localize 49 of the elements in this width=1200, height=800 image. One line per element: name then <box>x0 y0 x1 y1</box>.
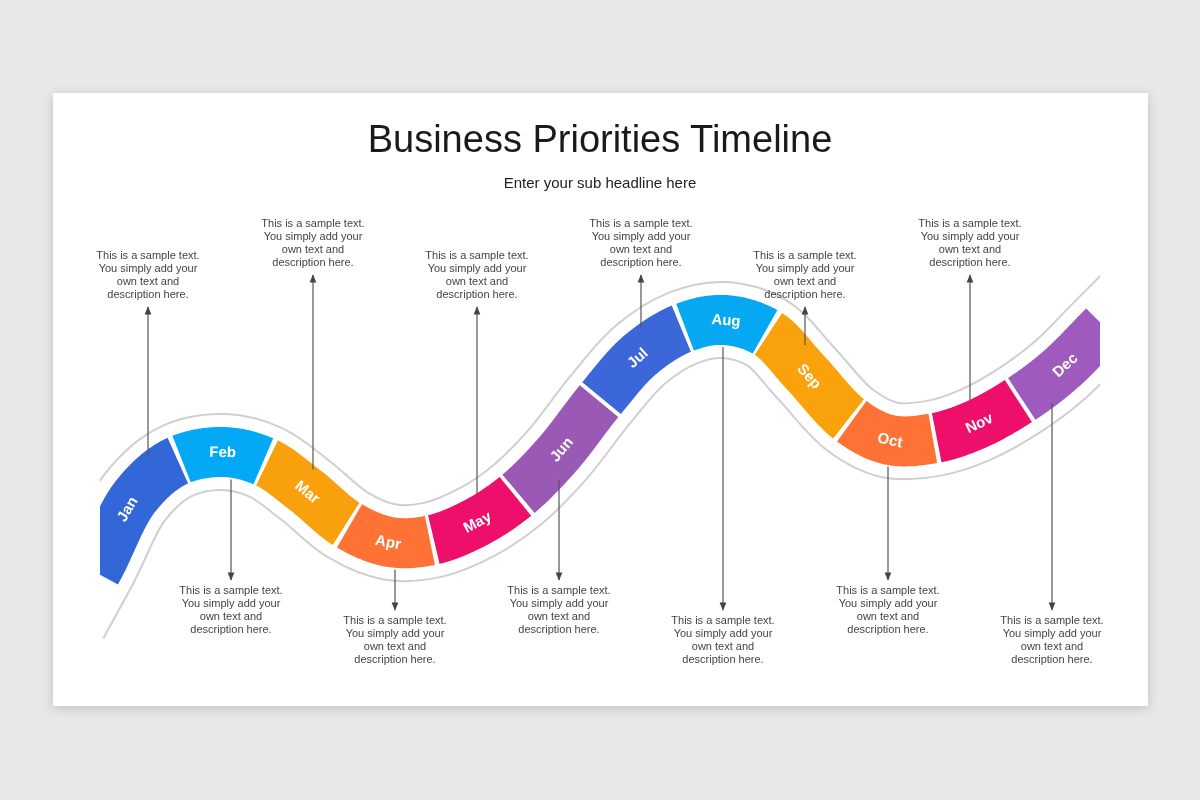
description-text: This is a sample text. You simply add your own text and description here. <box>746 249 864 301</box>
month-label: Feb <box>208 441 238 463</box>
description-text: This is a sample text. You simply add your own text and description here. <box>500 584 618 636</box>
description-text: This is a sample text. You simply add your own text and description here. <box>829 584 947 636</box>
month-label: Aug <box>709 309 743 332</box>
arrow <box>637 274 645 328</box>
description-text: This is a sample text. You simply add your own text and description here. <box>582 217 700 269</box>
description-text: This is a sample text. You simply add your own text and description here. <box>993 614 1111 666</box>
description-text: This is a sample text. You simply add your own text and description here. <box>172 584 290 636</box>
month-label: Jul <box>622 342 652 373</box>
arrow <box>309 274 317 471</box>
timeline-segment <box>502 385 619 513</box>
timeline-segment <box>100 437 189 585</box>
arrow <box>884 465 892 581</box>
description-text: This is a sample text. You simply add your own text and description here. <box>89 249 207 301</box>
description-text: This is a sample text. You simply add your own text and description here. <box>911 217 1029 269</box>
arrow <box>473 306 481 496</box>
timeline-segment <box>1008 308 1100 420</box>
arrow <box>801 306 809 346</box>
month-label: Nov <box>961 408 997 439</box>
timeline-segment <box>931 380 1032 463</box>
arrow <box>1048 402 1056 611</box>
subtitle: Enter your sub headline here <box>502 174 698 191</box>
description-text: This is a sample text. You simply add your own text and description here. <box>418 249 536 301</box>
timeline-segment <box>582 305 691 414</box>
month-label: Jun <box>545 432 578 467</box>
timeline-segment <box>256 440 360 545</box>
timeline-segment <box>336 504 435 569</box>
month-label: Mar <box>291 475 325 509</box>
arrow <box>555 478 563 581</box>
month-label: Dec <box>1048 348 1082 383</box>
timeline-segment <box>754 313 864 439</box>
month-label: Jan <box>111 492 142 527</box>
timeline-segment <box>172 427 274 485</box>
timeline-segment <box>837 401 938 467</box>
timeline-segment <box>428 476 532 564</box>
description-text: This is a sample text. You simply add your own text and description here. <box>254 217 372 269</box>
description-text: This is a sample text. You simply add your own text and description here. <box>336 614 454 666</box>
arrow <box>391 569 399 611</box>
month-label: Sep <box>792 359 826 394</box>
month-label: Oct <box>875 427 906 453</box>
title: Business Priorities Timeline <box>366 118 834 161</box>
month-label: Apr <box>373 529 404 554</box>
arrow <box>144 306 152 456</box>
arrow <box>227 478 235 581</box>
month-label: May <box>459 506 495 538</box>
arrow <box>966 274 974 401</box>
arrow <box>719 346 727 611</box>
description-text: This is a sample text. You simply add your own text and description here. <box>664 614 782 666</box>
